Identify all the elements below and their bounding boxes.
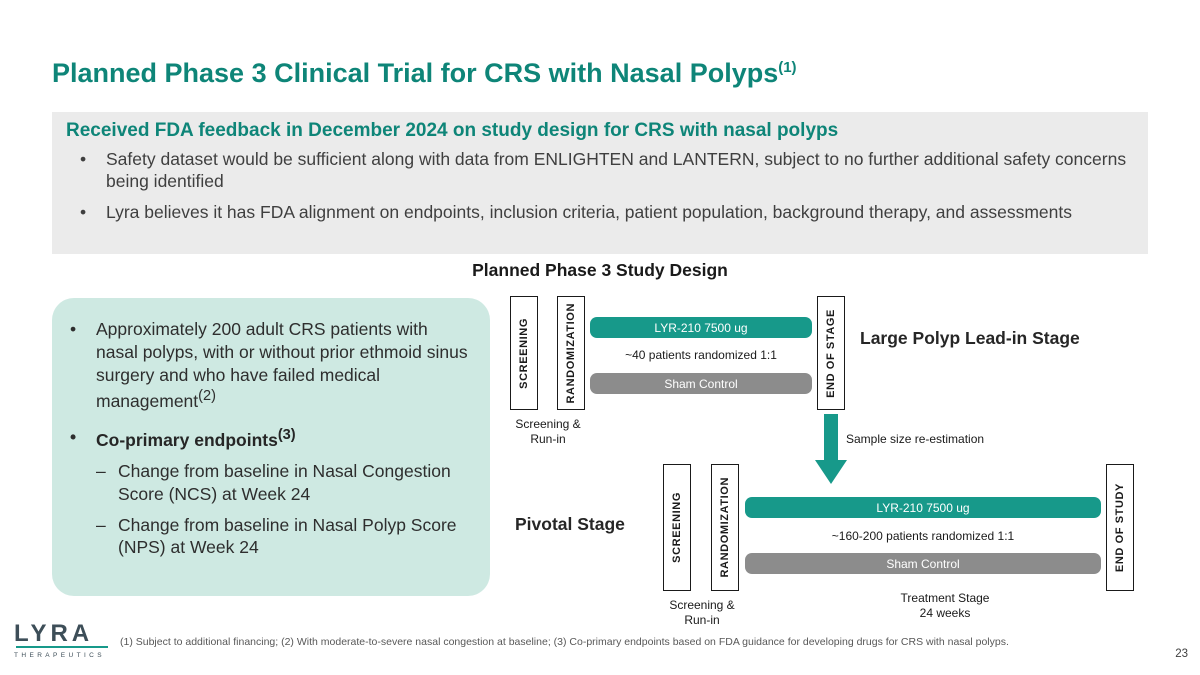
endpoint-sub-bullet-1: – Change from baseline in Nasal Congesti… bbox=[96, 460, 470, 506]
dash-marker: – bbox=[96, 514, 106, 535]
page-title-text: Planned Phase 3 Clinical Trial for CRS w… bbox=[52, 58, 779, 88]
treatment-caption-line1: Treatment Stage bbox=[900, 591, 990, 605]
pivotal-stage-label: Pivotal Stage bbox=[515, 514, 625, 534]
pivotal-screening-caption: Screening & Run-in bbox=[669, 598, 735, 627]
leadin-control-bar: Sham Control bbox=[590, 373, 812, 394]
pivotal-treatment-bar: LYR-210 7500 ug bbox=[745, 497, 1101, 518]
footnote: (1) Subject to additional financing; (2)… bbox=[120, 636, 1009, 648]
leadin-patients-label: ~40 patients randomized 1:1 bbox=[625, 348, 777, 362]
criteria-bullet-2-body: Co-primary endpoints bbox=[96, 430, 278, 451]
pivotal-control-bar: Sham Control bbox=[745, 553, 1101, 574]
criteria-bullet-1-text: Approximately 200 adult CRS patients wit… bbox=[96, 318, 470, 413]
patient-criteria-panel: • Approximately 200 adult CRS patients w… bbox=[52, 298, 490, 596]
criteria-superscript-3: (3) bbox=[277, 427, 296, 444]
treatment-caption-line2: 24 weeks bbox=[919, 606, 971, 620]
pivotal-end-of-study-label: END OF STUDY bbox=[1114, 482, 1126, 573]
leadin-randomization-label: RANDOMIZATION bbox=[565, 302, 577, 404]
endpoint-sub-bullet-2: – Change from baseline in Nasal Polyp Sc… bbox=[96, 514, 470, 560]
leadin-end-of-stage-label: END OF STAGE bbox=[825, 308, 837, 398]
endpoint-sub-bullet-2-text: Change from baseline in Nasal Polyp Scor… bbox=[118, 514, 457, 558]
fda-feedback-box: Received FDA feedback in December 2024 o… bbox=[52, 112, 1148, 254]
study-design-heading: Planned Phase 3 Study Design bbox=[472, 260, 728, 280]
leadin-stage-label: Large Polyp Lead-in Stage bbox=[860, 328, 1080, 348]
leadin-end-of-stage-box: END OF STAGE bbox=[817, 296, 845, 410]
pivotal-patients-label: ~160-200 patients randomized 1:1 bbox=[831, 529, 1015, 543]
fda-bullet-2: • Lyra believes it has FDA alignment on … bbox=[66, 201, 1132, 223]
page-number: 23 bbox=[1175, 648, 1188, 660]
pivotal-randomization-label: RANDOMIZATION bbox=[719, 477, 731, 578]
fda-bullet-1: • Safety dataset would be sufficient alo… bbox=[66, 148, 1132, 193]
fda-box-heading: Received FDA feedback in December 2024 o… bbox=[66, 120, 839, 141]
criteria-bullet-2: • Co-primary endpoints(3) bbox=[70, 426, 470, 452]
bullet-marker: • bbox=[70, 319, 77, 339]
lyra-logo-subtext: THERAPEUTICS bbox=[14, 652, 106, 659]
pivotal-randomization-box: RANDOMIZATION bbox=[711, 464, 739, 591]
lyra-logo-wordmark: LYRA bbox=[14, 620, 94, 647]
criteria-bullet-1: • Approximately 200 adult CRS patients w… bbox=[70, 318, 470, 413]
leadin-screening-box: SCREENING bbox=[510, 296, 538, 410]
title-superscript: (1) bbox=[778, 59, 797, 76]
bullet-marker: • bbox=[80, 201, 87, 222]
leadin-treatment-bar: LYR-210 7500 ug bbox=[590, 317, 812, 338]
endpoint-sub-bullet-1-text: Change from baseline in Nasal Congestion… bbox=[118, 461, 451, 504]
pivotal-screening-label: SCREENING bbox=[671, 492, 683, 563]
criteria-superscript-2: (2) bbox=[198, 388, 216, 405]
leadin-screening-label: SCREENING bbox=[518, 317, 530, 389]
sample-size-arrow-icon bbox=[815, 414, 847, 484]
pivotal-end-of-study-box: END OF STUDY bbox=[1106, 464, 1134, 591]
fda-bullet-2-text: Lyra believes it has FDA alignment on en… bbox=[106, 201, 1072, 222]
dash-marker: – bbox=[96, 461, 106, 482]
fda-bullet-1-text: Safety dataset would be sufficient along… bbox=[106, 149, 1127, 192]
bullet-marker: • bbox=[80, 149, 87, 169]
page-title: Planned Phase 3 Clinical Trial for CRS w… bbox=[52, 58, 797, 89]
lyra-logo-accent-bar bbox=[16, 646, 108, 648]
criteria-bullet-2-text: Co-primary endpoints(3) bbox=[96, 426, 296, 452]
sample-size-label: Sample size re-estimation bbox=[846, 432, 985, 446]
bullet-marker: • bbox=[70, 427, 77, 448]
pivotal-treatment-caption: Treatment Stage 24 weeks bbox=[840, 591, 1050, 621]
leadin-screening-caption: Screening & Run-in bbox=[515, 417, 581, 446]
lyra-logo: LYRA THERAPEUTICS bbox=[14, 622, 114, 659]
pivotal-screening-box: SCREENING bbox=[663, 464, 691, 591]
leadin-randomization-box: RANDOMIZATION bbox=[557, 296, 585, 410]
criteria-bullet-1-body: Approximately 200 adult CRS patients wit… bbox=[96, 319, 468, 412]
